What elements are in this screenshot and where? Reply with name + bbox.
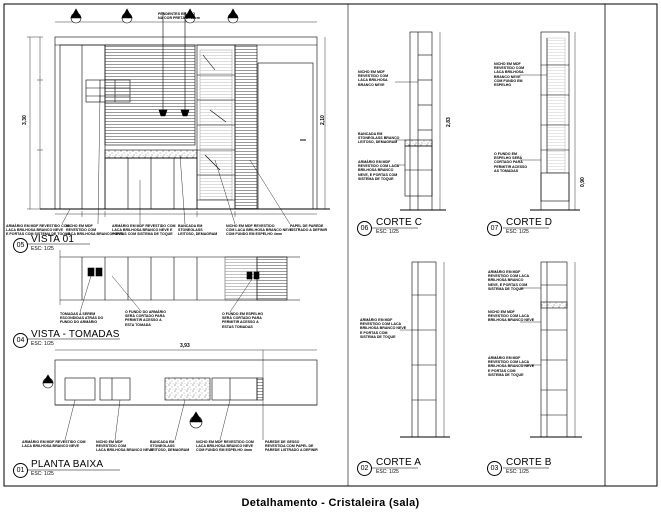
dimension-label: 3,30 xyxy=(21,115,28,125)
annotation-note: NICHO EM MDF REVESTIDO COM LACA BRILHOSA… xyxy=(226,224,293,237)
annotation-note: ARMÁRIO EM MDF REVESTIDO COM LACA BRILHO… xyxy=(6,224,71,237)
view-number-badge: 02 xyxy=(357,461,372,476)
view-scale: ESC: 1/25 xyxy=(31,471,54,477)
annotation-note: NICHO EM MDF REVESTIDO COM LACA BRILHOSA… xyxy=(488,310,535,323)
annotation-note: BANCADA EM STONEGLASS LEITOSO, DEMAGRAM xyxy=(178,224,218,237)
annotation-note: NICHO EM MDF REVESTIDO COM LACA BRILHOSA… xyxy=(66,224,124,237)
corte-b-drawing xyxy=(520,261,582,438)
view-number-badge: 03 xyxy=(487,461,502,476)
view-scale: ESC: 1/25 xyxy=(506,469,529,475)
vista-01-drawing xyxy=(27,8,330,225)
view-number-badge: 06 xyxy=(357,221,372,236)
annotation-note: PAREDE DE GESSO REVESTIDA COM PAPEL DE P… xyxy=(265,440,318,453)
view-number-badge: 04 xyxy=(13,333,28,348)
annotation-note: TOMADAS A SEREM ESCONDIDAS ATRÁS DO FUND… xyxy=(60,312,104,325)
view-title: CORTE B xyxy=(506,457,552,468)
annotation-note: NICHO EM MDF REVESTIDO COM LACA BRILHOSA… xyxy=(358,70,389,87)
view-title: PLANTA BAIXA xyxy=(31,459,104,470)
view-number-badge: 05 xyxy=(13,238,28,253)
view-title: CORTE A xyxy=(376,457,422,468)
view-number-badge: 07 xyxy=(487,221,502,236)
annotation-note: NICHO EM MDF REVESTIDO COM LACA BRILHOSA… xyxy=(196,440,254,453)
view-number-badge: 01 xyxy=(13,463,28,478)
annotation-note: BANCADA EM STONEGLASS LEITOSO, DEMAGRAM xyxy=(150,440,190,453)
view-scale: ESC: 1/25 xyxy=(376,229,399,235)
annotation-note: NICHO EM MDF REVESTIDO COM LACA BRILHOSA… xyxy=(494,62,525,88)
annotation-note: ARMÁRIO EM MDF REVESTIDO COM LACA BRILHO… xyxy=(112,224,176,237)
annotation-note: O FUNDO DO ARMÁRIO SERÁ CORTADO PARA PER… xyxy=(125,310,166,327)
annotation-note: ARMÁRIO EM MDF REVESTIDO COM LACA BRILHO… xyxy=(358,160,400,181)
vista-tomadas-drawing xyxy=(59,250,300,313)
view-scale: ESC: 1/25 xyxy=(31,246,54,252)
view-title: CORTE C xyxy=(376,217,423,228)
annotation-note: ARMÁRIO EM MDF REVESTIDO COM LACA BRILHO… xyxy=(488,356,535,377)
view-scale: ESC: 1/25 xyxy=(376,469,399,475)
view-title: VISTA 01 xyxy=(31,234,75,245)
view-title: VISTA - TOMADAS xyxy=(31,329,120,340)
view-scale: ESC: 1/25 xyxy=(31,341,54,347)
annotation-note: BANCADA EM STONEGLASS BRANCO LEITOSO, DE… xyxy=(358,132,400,145)
annotation-note: NICHO EM MDF REVESTIDO COM LACA BRILHOSA… xyxy=(96,440,154,453)
title-underlines xyxy=(27,227,549,471)
annotation-note: O FUNDO EM ESPELHO SERÁ CORTADO PARA PER… xyxy=(222,312,264,329)
dimension-label: 3,93 xyxy=(180,343,190,349)
sheet-caption: Detalhamento - Cristaleira (sala) xyxy=(241,497,420,509)
annotation-note: ARMÁRIO EM MDF REVESTIDO COM LACA BRILHO… xyxy=(22,440,86,449)
corte-c-drawing xyxy=(395,31,446,211)
annotation-note: ARMÁRIO EM MDF REVESTIDO COM LACA BRILHO… xyxy=(360,318,407,339)
dimension-label: 2,10 xyxy=(319,115,326,125)
pendant-note: PENDENTES EM ACO NA COR PRETA Ø=12cm xyxy=(158,12,200,21)
annotation-note: O FUNDO EM ESPELHO SERÁ CORTADO PARA PER… xyxy=(494,152,528,173)
sheet-frame xyxy=(3,3,658,487)
annotation-note: PAPEL DE PAREDE LISTRADO A DEFINIR xyxy=(290,224,328,233)
view-scale: ESC: 1/25 xyxy=(506,229,529,235)
annotation-note: ARMÁRIO EM MDF REVESTIDO COM LACA BRILHO… xyxy=(488,270,530,291)
dimension-label: 2,83 xyxy=(445,117,452,127)
corte-d-drawing xyxy=(520,31,580,211)
planta-baixa-drawing xyxy=(42,349,318,441)
dimension-label: 0,90 xyxy=(579,177,586,187)
corte-a-drawing xyxy=(400,261,450,438)
view-title: CORTE D xyxy=(506,217,553,228)
